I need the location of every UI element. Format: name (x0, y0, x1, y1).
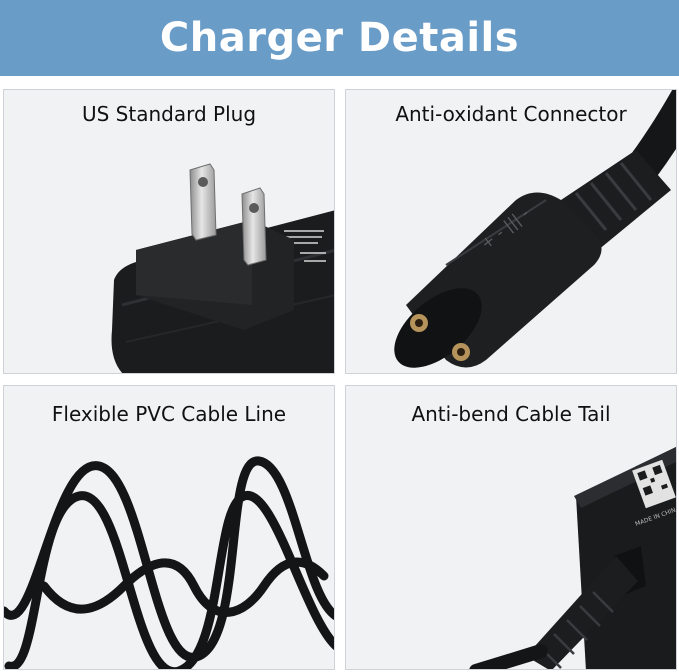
us-plug-illustration (111, 163, 334, 373)
panel-anti-oxidant-connector: + - ||| - Anti-oxidant Connector (345, 89, 677, 374)
connector-illustration: + - ||| - (394, 90, 676, 368)
page-title: Charger Details (159, 15, 520, 61)
panel-label: Flexible PVC Cable Line (51, 402, 287, 426)
panel-flexible-pvc-cable: Flexible PVC Cable Line (3, 385, 335, 670)
panel-label: Anti-bend Cable Tail (411, 402, 611, 426)
panel-us-standard-plug: US Standard Plug (3, 89, 335, 374)
panel-label: US Standard Plug (81, 102, 257, 126)
panel-label: Anti-oxidant Connector (395, 102, 627, 126)
panel-anti-bend-cable-tail: MADE IN CHINA Anti-bend Cable Tail (345, 385, 677, 670)
cable-tail-illustration: MADE IN CHINA (469, 446, 676, 669)
coiled-cable-illustration (4, 456, 334, 669)
header-banner: Charger Details (0, 0, 679, 76)
